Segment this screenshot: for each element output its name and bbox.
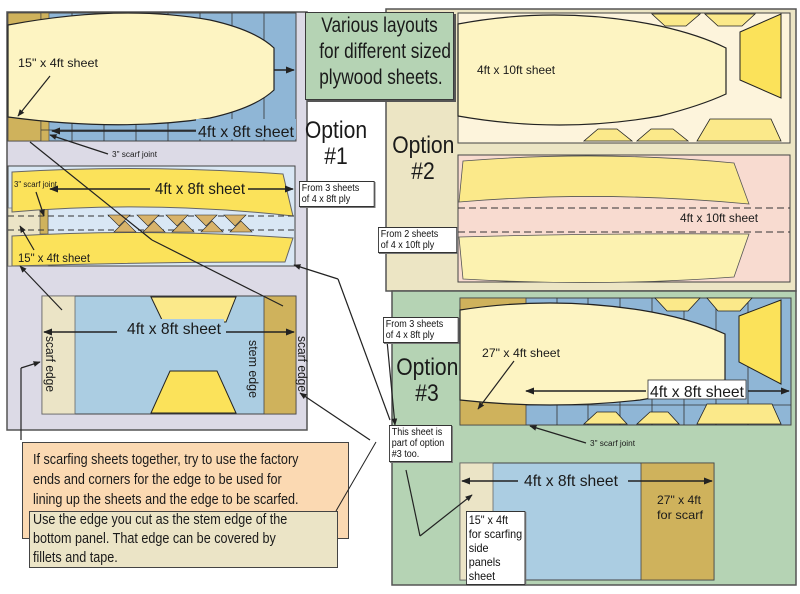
option3-top-main-label: 4ft x 8ft sheet bbox=[650, 384, 745, 401]
option2-bottom-label: 4ft x 10ft sheet bbox=[680, 211, 759, 225]
option1-middle-joint-label: 3" scarf joint bbox=[14, 180, 58, 189]
option1-bottom-panel: 4ft x 8ft sheet scarf edge stem edge sca… bbox=[41, 295, 310, 415]
note-line-3: lining up the sheets and the edge to be … bbox=[33, 491, 299, 508]
option3-bottom-main-label: 4ft x 8ft sheet bbox=[524, 473, 619, 490]
option3-top-joint-label: 3" scarf joint bbox=[590, 439, 636, 448]
note-line-2: ends and corners for the edge to be used… bbox=[33, 471, 282, 488]
option1-top-panel: 4ft x 8ft sheet 15" x 4ft sheet 3" scarf… bbox=[7, 12, 297, 159]
option3-source-note: From 3 sheets of 4 x 8ft ply bbox=[383, 317, 459, 343]
option3-top-small-label: 27" x 4ft sheet bbox=[482, 346, 561, 360]
option3-right-piece-line2: for scarf bbox=[657, 508, 704, 522]
option1-middle-main-label: 4ft x 8ft sheet bbox=[155, 181, 246, 198]
title-box: Various layouts for different sized plyw… bbox=[305, 12, 454, 100]
transom-piece-bottom bbox=[150, 370, 237, 414]
note-inner-line-3: fillets and tape. bbox=[33, 549, 118, 566]
option3-part-note: This sheet is part of option #3 too. bbox=[389, 425, 452, 462]
hull-bottom-panel bbox=[7, 12, 275, 126]
option2-label: Option #2 bbox=[392, 132, 455, 185]
title-line-2: for different sized bbox=[319, 40, 452, 63]
stem-edge-note bbox=[29, 511, 338, 568]
option2-source-note: From 2 sheets of 4 x 10ft ply bbox=[378, 227, 458, 253]
option1-top-joint-label: 3" scarf joint bbox=[112, 150, 158, 159]
side-panel-top bbox=[458, 155, 750, 205]
option1-label: Option #1 bbox=[304, 117, 368, 170]
scarf-edge-left bbox=[41, 295, 76, 415]
option3-top-panel: 4ft x 8ft sheet 27" x 4ft sheet 3" scarf… bbox=[459, 297, 792, 448]
stem-edge-label: stem edge bbox=[246, 340, 261, 398]
triangle-pieces bbox=[107, 214, 253, 233]
option1-bottom-main-label: 4ft x 8ft sheet bbox=[127, 321, 222, 338]
side-panel-bottom bbox=[458, 233, 750, 283]
option1-top-small-label: 15" x 4ft sheet bbox=[18, 56, 99, 70]
side-panel-bottom bbox=[11, 231, 294, 267]
right-scarf-edge-label: scarf edge bbox=[295, 336, 310, 392]
note-inner-line-2: bottom panel. That edge can be covered b… bbox=[33, 530, 276, 547]
option1-middle-small-label: 15" x 4ft sheet bbox=[18, 251, 91, 265]
left-scarf-edge-label: scarf edge bbox=[43, 336, 58, 392]
option2-top-label: 4ft x 10ft sheet bbox=[477, 63, 556, 77]
option1-source-note: From 3 sheets of 4 x 8ft ply bbox=[299, 181, 375, 207]
option1-middle-panel: 4ft x 8ft sheet 3" scarf joint 15" x 4ft… bbox=[7, 165, 296, 267]
option3-left-piece-note: 15" x 4ft for scarfing side panels sheet bbox=[466, 511, 526, 585]
scarf-edge-right bbox=[263, 295, 297, 415]
transom-piece-top bbox=[150, 296, 237, 323]
option2-bottom-panel: 4ft x 10ft sheet bbox=[457, 154, 791, 283]
note-line-1: If scarfing sheets together, try to use … bbox=[33, 451, 299, 468]
option1-top-main-label: 4ft x 8ft sheet bbox=[198, 124, 295, 141]
option3-right-piece-line1: 27" x 4ft bbox=[657, 493, 702, 507]
option2-top-panel: 4ft x 10ft sheet bbox=[457, 12, 791, 144]
hull-bottom-panel bbox=[457, 14, 727, 126]
option3-label: Option #3 bbox=[396, 354, 459, 407]
title-line-1: Various layouts bbox=[321, 14, 438, 37]
note-inner-line-1: Use the edge you cut as the stem edge of… bbox=[33, 511, 288, 528]
title-line-3: plywood sheets. bbox=[319, 66, 443, 89]
